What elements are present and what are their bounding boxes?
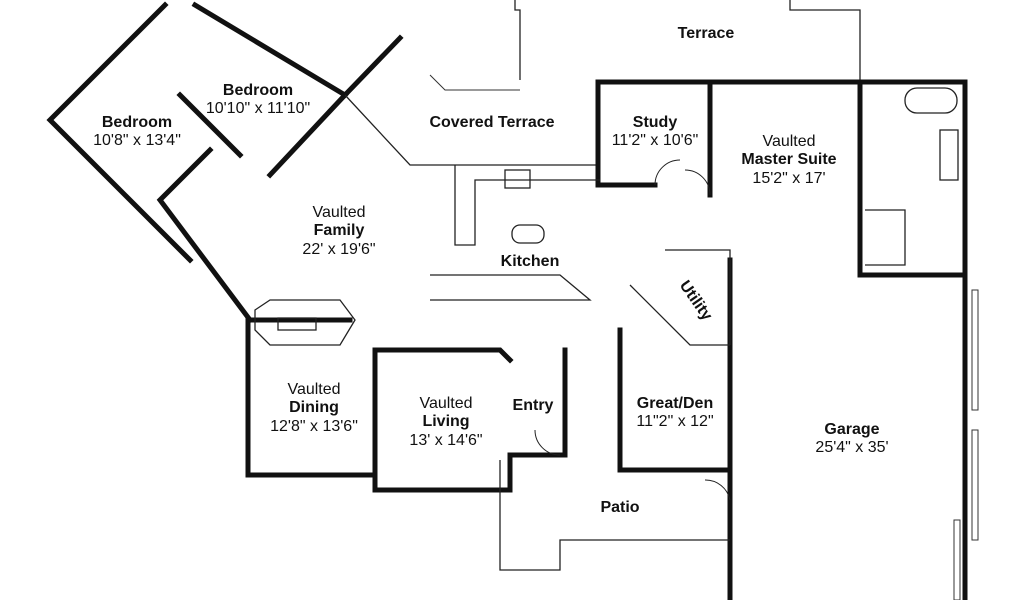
room-name: Study [632, 114, 678, 131]
room-label-bedroom-2: Bedroom 10'8" x 13'4" [93, 114, 181, 151]
bedroom-wing-walls [46, 1, 404, 324]
room-prefix: Vaulted [287, 381, 341, 398]
terrace-outline [514, 0, 861, 80]
room-prefix: Vaulted [419, 395, 473, 412]
room-size: 10'10" x 11'10" [205, 100, 311, 118]
room-name: Covered Terrace [429, 114, 555, 131]
room-name: Patio [600, 499, 640, 516]
room-size: 25'4" x 35' [815, 439, 889, 457]
room-label-terrace: Terrace [678, 25, 735, 43]
patio-outline [499, 460, 730, 571]
room-name: Garage [824, 421, 880, 438]
room-size: 13' x 14'6" [409, 431, 483, 449]
room-label-patio: Patio [600, 499, 639, 517]
doors [534, 159, 731, 501]
room-label-living: Vaulted Living 13' x 14'6" [409, 395, 482, 450]
room-name: Terrace [677, 25, 735, 42]
room-name: Bedroom [222, 82, 294, 99]
room-label-bedroom-1: Bedroom 10'10" x 11'10" [206, 82, 310, 119]
room-size: 22' x 19'6" [302, 240, 376, 258]
garage-windows [953, 289, 979, 600]
room-name: Bedroom [101, 114, 173, 131]
room-label-entry: Entry [513, 397, 554, 415]
room-size: 12'8" x 13'6" [270, 417, 358, 435]
utility-cabinets [629, 249, 731, 346]
room-label-kitchen: Kitchen [501, 253, 560, 271]
room-name: Family [313, 222, 365, 240]
room-size: 15'2" x 17' [752, 169, 826, 187]
room-name: Dining [289, 399, 339, 417]
room-name: Master Suite [741, 151, 837, 169]
room-name: Entry [512, 397, 554, 414]
room-name: Great/Den [636, 395, 714, 412]
room-size: 10'8" x 13'4" [93, 132, 181, 150]
kitchen-counters [430, 165, 600, 301]
room-label-great-den: Great/Den 11"2" x 12" [636, 395, 713, 432]
room-size: 11'2" x 10'6" [611, 132, 699, 150]
room-name: Living [422, 413, 470, 431]
room-label-dining: Vaulted Dining 12'8" x 13'6" [270, 381, 358, 436]
room-name: Kitchen [500, 253, 560, 270]
room-prefix: Vaulted [762, 133, 816, 150]
covered-terrace-outline [344, 74, 600, 166]
master-bath [865, 87, 959, 266]
room-label-master-suite: Vaulted Master Suite 15'2" x 17' [741, 133, 836, 188]
room-label-covered-terrace: Covered Terrace [429, 114, 554, 132]
room-label-garage: Garage 25'4" x 35' [815, 421, 888, 458]
fireplace [254, 299, 356, 346]
room-label-study: Study 11'2" x 10'6" [612, 114, 699, 151]
room-prefix: Vaulted [312, 204, 366, 221]
main-walls [245, 79, 968, 600]
room-label-family: Vaulted Family 22' x 19'6" [302, 204, 375, 259]
room-size: 11"2" x 12" [636, 413, 714, 431]
